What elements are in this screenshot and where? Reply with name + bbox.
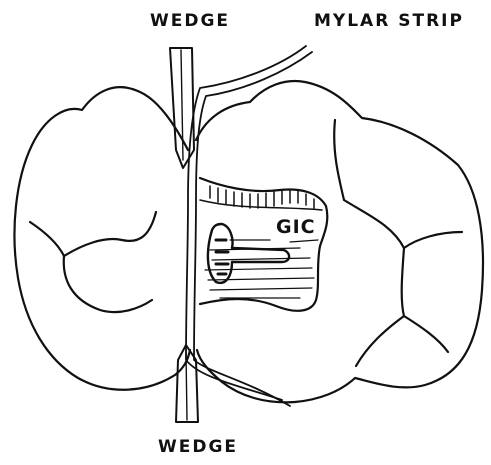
left-tooth-fissure	[30, 212, 156, 312]
mylar-strip-label: MYLAR STRIP	[314, 11, 464, 31]
wedge-top-label: WEDGE	[150, 11, 230, 31]
bottom-wedge-grain	[186, 352, 187, 420]
right-tooth-fissure	[334, 120, 462, 366]
gic-cavity-outline	[200, 178, 327, 311]
top-wedge-grain	[181, 50, 183, 160]
cavity-band-hatching	[200, 186, 322, 210]
wedge-bottom-label: WEDGE	[158, 437, 238, 457]
right-tooth-outline	[196, 81, 483, 402]
left-tooth-outline	[14, 87, 190, 390]
gic-label: GIC	[276, 216, 316, 238]
